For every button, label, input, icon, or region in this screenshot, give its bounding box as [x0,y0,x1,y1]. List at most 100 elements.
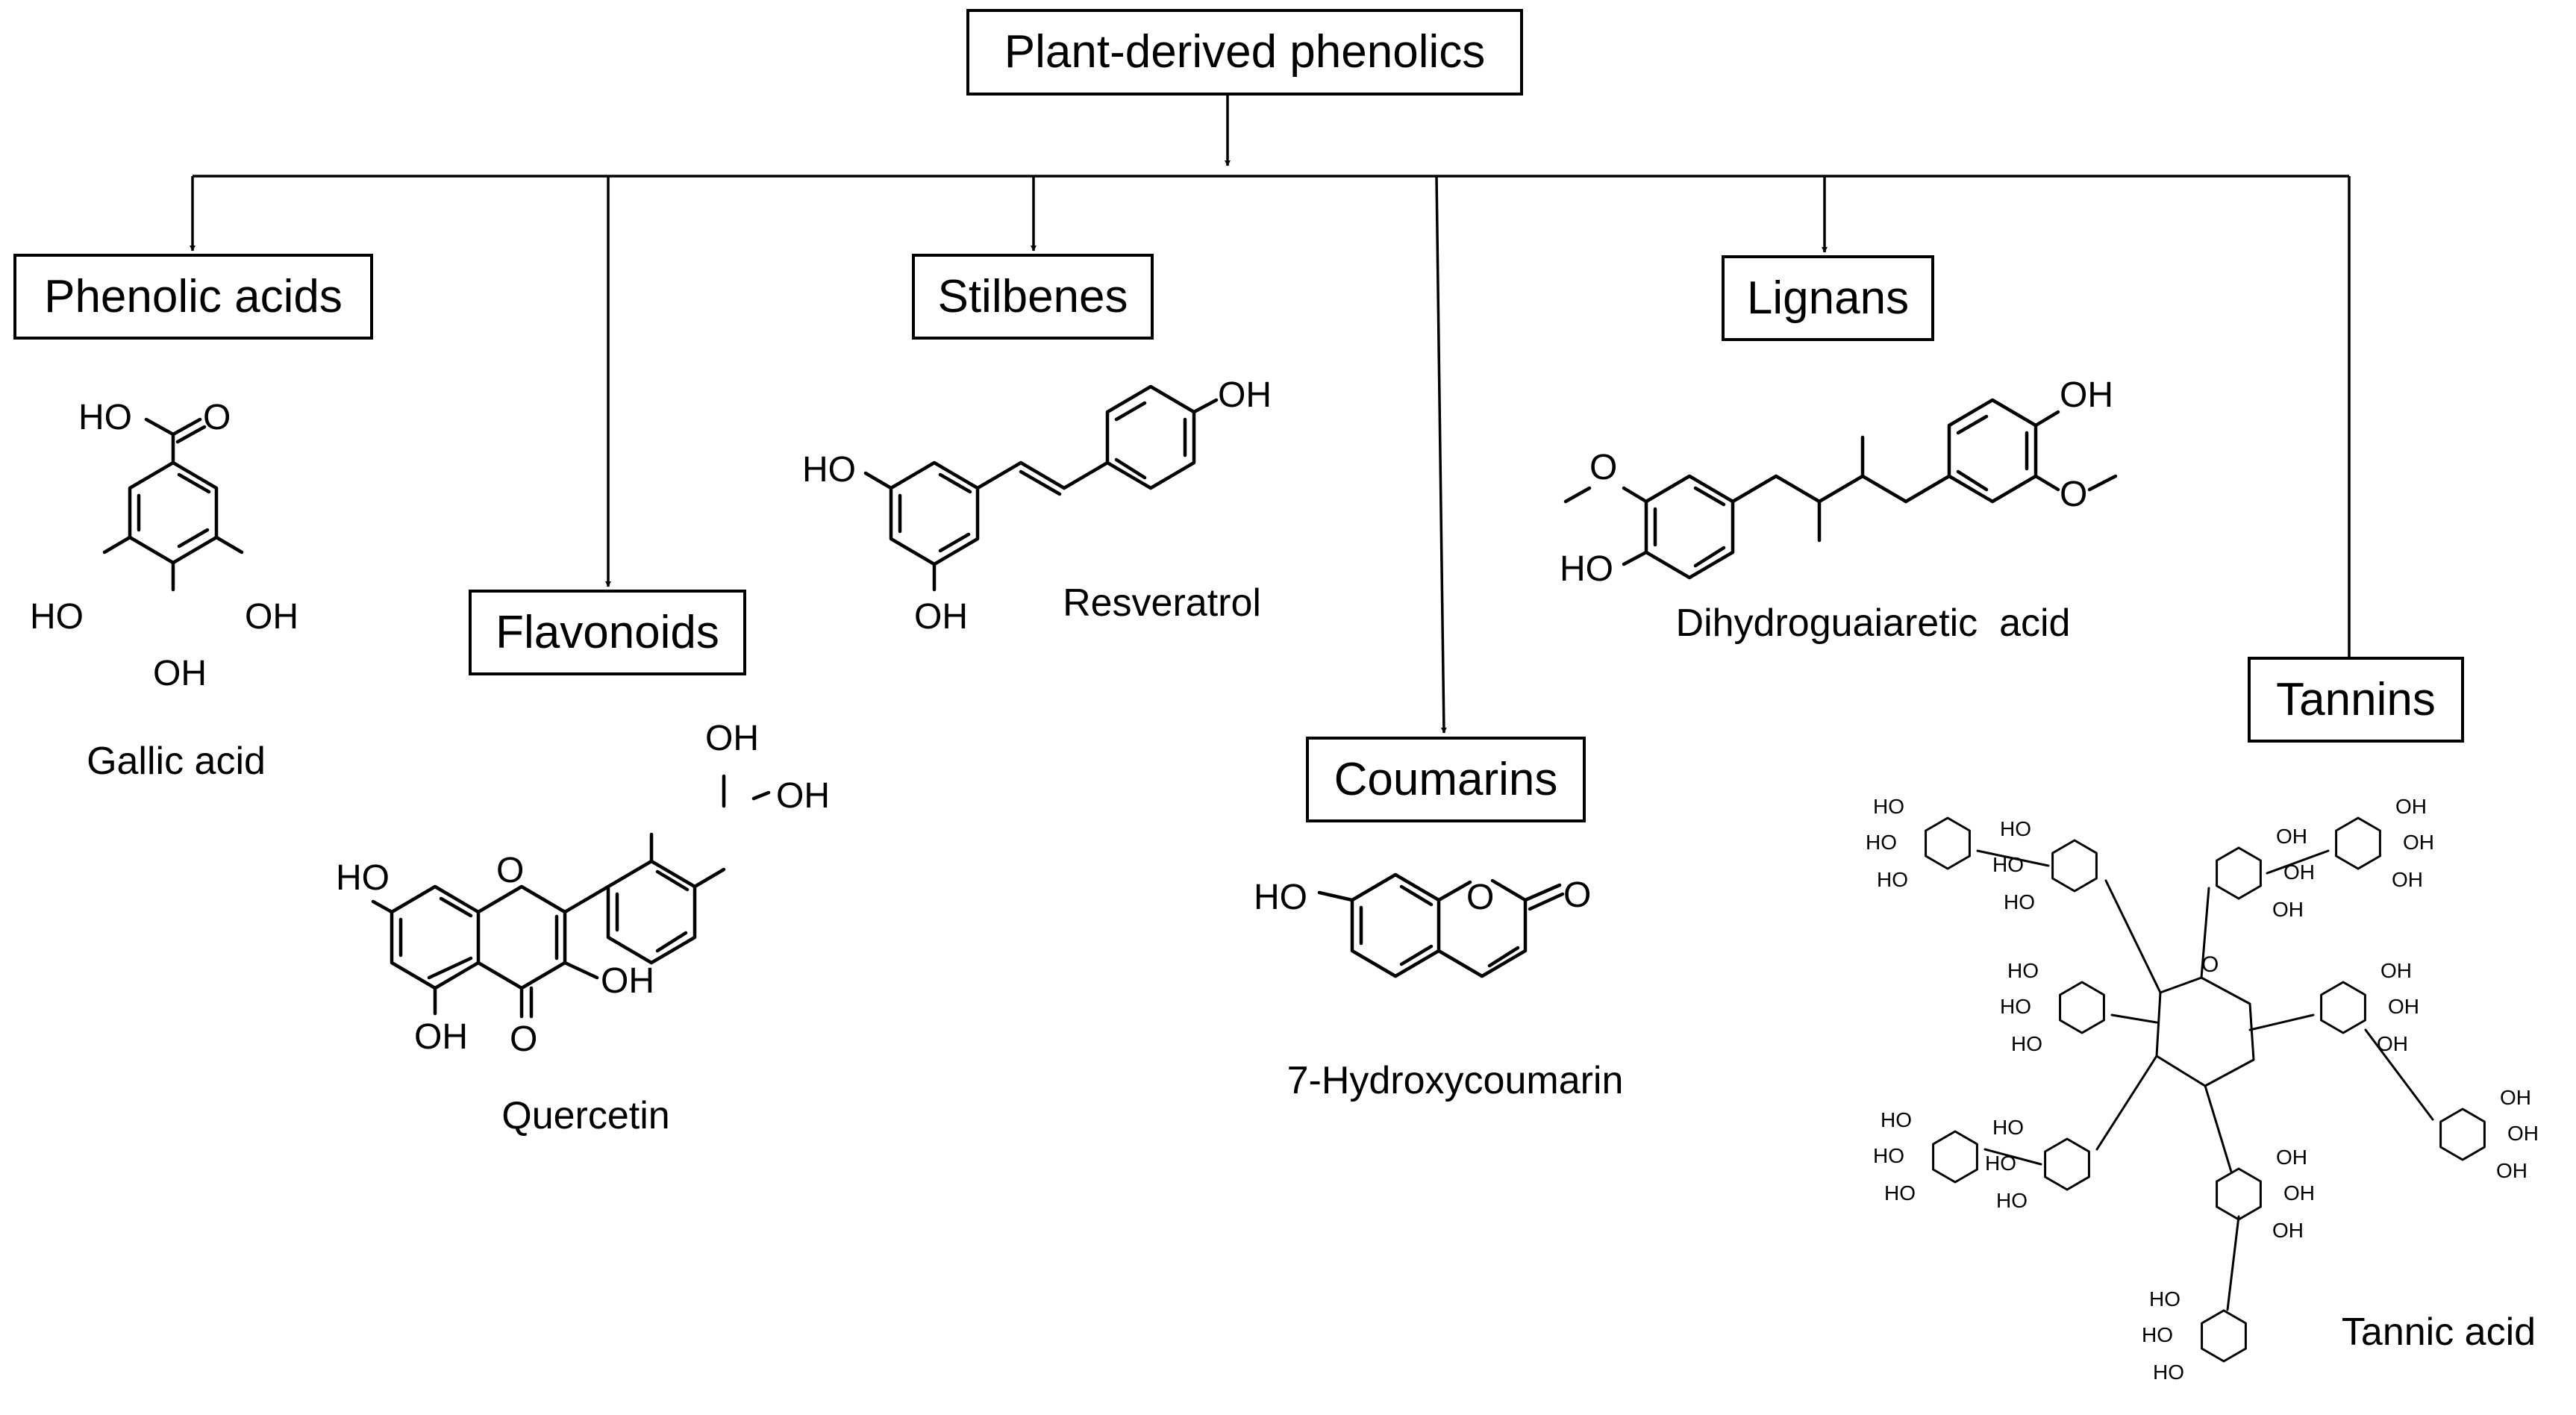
atom-label: OH [705,719,759,758]
class-box-stilbenes: Stilbenes [912,254,1154,340]
atom-label: HO [1873,1144,1904,1167]
atom-label: OH [2283,1181,2315,1205]
atom-label: OH [2060,375,2113,415]
class-label: Tannins [2276,673,2436,725]
atom-label: HO [1254,878,1307,917]
root-box: Plant-derived phenolics [966,9,1523,96]
class-box-tannins: Tannins [2248,657,2464,743]
atom-label: HO [1884,1181,1916,1205]
galloyl-ring [1925,816,1971,870]
atom-label: OH [414,1017,468,1057]
atom-label: HO [1873,795,1904,818]
atom-label: OH [2395,795,2427,818]
atom-label: O [1563,875,1591,915]
atom-label: O [510,1019,537,1059]
galloyl-ring [2439,1108,2486,1161]
atom-label: OH [2276,1146,2307,1169]
class-label: Phenolic acids [44,270,343,322]
atom-label: OH [245,597,298,637]
atom-label: HO [2000,995,2031,1018]
galloyl-ring [2320,981,2366,1034]
galloyl-ring [2216,1167,2262,1221]
atom-label: OH [914,597,968,637]
atom-label: OH [776,776,830,816]
class-label: Lignans [1746,272,1910,324]
atom-label: O [2201,952,2219,977]
atom-label: HO [1985,1152,2016,1175]
galloyl-ring [2051,839,2098,893]
galloyl-ring [2201,1309,2247,1363]
atom-label: OH [2500,1086,2531,1109]
atom-label: HO [1877,868,1908,891]
class-box-lignans: Lignans [1722,255,1934,341]
atom-label: HO [1992,1116,2024,1139]
class-box-phenolic-acids: Phenolic acids [13,254,373,340]
ester-link [1976,849,2050,867]
atom-label: HO [1560,549,1613,589]
galloyl-ring [2044,1137,2090,1191]
atom-label: OH [2272,1219,2304,1242]
atom-label: HO [2000,817,2031,840]
ester-link [2110,1013,2158,1024]
atom-label: OH [2388,995,2419,1018]
atom-label: OH [153,654,207,693]
class-label: Coumarins [1334,753,1558,805]
ester-link [1983,1148,2042,1166]
atom-label: OH [2496,1159,2527,1182]
atom-label: OH [2403,831,2434,854]
galloyl-ring [2059,981,2105,1034]
root-label: Plant-derived phenolics [1004,26,1486,78]
compound-name-gallic-acid: Gallic acid [87,740,266,783]
galloyl-ring [2216,846,2262,900]
atom-label: O [496,851,524,890]
atom-label: O [1466,878,1494,917]
ester-link [2095,1055,2158,1151]
atom-label: OH [2276,825,2307,848]
atom-label: HO [2007,959,2039,982]
atom-label: OH [2507,1122,2539,1145]
atom-label: OH [2392,868,2423,891]
ester-link [2266,849,2330,875]
atom-label: HO [1996,1189,2028,1212]
atom-label: OH [2283,860,2315,884]
ester-link [2204,1084,2233,1173]
atom-label: O [2060,475,2087,514]
class-box-coumarins: Coumarins [1306,737,1586,822]
compound-name-quercetin: Quercetin [501,1094,670,1137]
ester-link [2104,879,2162,994]
ester-link [2226,1215,2240,1311]
atom-label: OH [2380,959,2412,982]
compound-name-dihydroguaiaretic-acid: Dihydroguaiaretic acid [1675,602,2071,645]
atom-label: OH [601,961,654,1001]
compound-name-tannic-acid: Tannic acid [2341,1311,2536,1354]
ester-link [2200,887,2210,979]
atom-label: O [203,398,231,437]
atom-label: HO [802,450,856,490]
atom-label: HO [30,597,84,637]
atom-label: HO [1881,1108,1912,1131]
atom-label: O [1589,448,1617,487]
galloyl-ring [2335,816,2381,870]
class-box-flavonoids: Flavonoids [469,590,746,675]
atom-label: HO [78,398,132,437]
arrow-coumarins [1435,175,1447,734]
atom-label: HO [2011,1032,2042,1055]
class-label: Stilbenes [937,270,1128,322]
ester-link [2248,1013,2315,1031]
atom-label: HO [2142,1323,2173,1346]
galloyl-ring [1932,1130,1978,1184]
atom-label: OH [1218,375,1272,415]
ester-link [2364,1028,2434,1121]
atom-label: HO [336,858,390,898]
compound-name-7-hydroxycoumarin: 7-Hydroxycoumarin [1287,1059,1624,1102]
compound-name-resveratrol: Resveratrol [1063,581,1261,625]
atom-label: HO [1866,831,1897,854]
atom-label: HO [2153,1361,2184,1384]
